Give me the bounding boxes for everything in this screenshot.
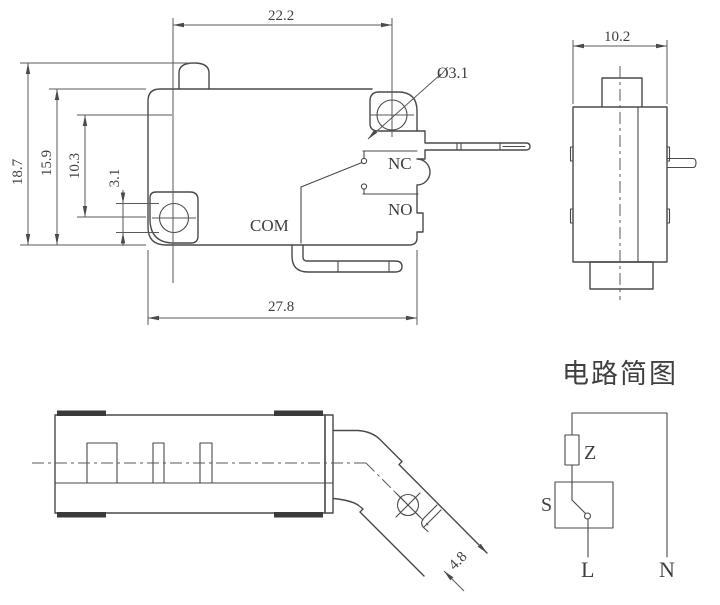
bracket-dimension: 4.8 [443,543,487,592]
circuit-title: 电路简图 [562,359,678,389]
dim-4-8: 4.8 [446,549,471,574]
dim-3-1: 3.1 [107,169,123,188]
dim-27-8: 27.8 [268,299,294,315]
corner-pads [57,410,323,518]
dim-hole-dia: Ø3.1 [437,65,469,82]
internal-contacts [300,150,419,244]
resistor-symbol [564,434,580,466]
side-edge-ridges [569,146,671,224]
circuit-top-wire [571,412,668,558]
switch-contact [583,512,592,520]
mounting-boss-bottom [149,191,199,244]
dim-18-7: 18.7 [10,158,26,185]
label-l: L [581,557,594,582]
switch-blade [571,499,586,514]
dim-10-3: 10.3 [67,153,83,179]
bent-terminal-bracket [332,429,488,577]
side-button [601,77,643,108]
side-terminal-details [456,142,526,151]
label-z: Z [584,442,596,464]
label-no: NO [388,200,413,219]
bottom-end-cap [324,414,334,514]
mounting-boss-top [369,91,418,132]
switch-body-outline [147,88,531,246]
com-terminal-lead [291,244,403,273]
label-com: COM [250,216,289,235]
circuit-diagram: 电路简图 Z S L N [541,359,678,582]
dim-22-2: 22.2 [268,8,294,24]
front-view: NC NO COM 22.2 18.7 15.9 [10,8,531,325]
plunger-button [178,62,210,90]
dim-15-9: 15.9 [39,150,55,176]
front-view-dimensions: 22.2 18.7 15.9 10.3 3.1 [10,8,469,325]
bottom-view: 4.8 [32,410,488,592]
side-view-dimension: 10.2 [572,29,668,104]
label-n: N [659,557,675,582]
bottom-body [54,414,326,514]
label-s: S [541,494,552,516]
side-bottom-post [589,261,654,290]
side-terminal [666,157,697,169]
side-view: 10.2 [569,29,697,300]
dim-10-2: 10.2 [604,29,630,45]
label-nc: NC [388,154,412,173]
bracket-hole [396,493,420,517]
switch-box [554,481,614,529]
